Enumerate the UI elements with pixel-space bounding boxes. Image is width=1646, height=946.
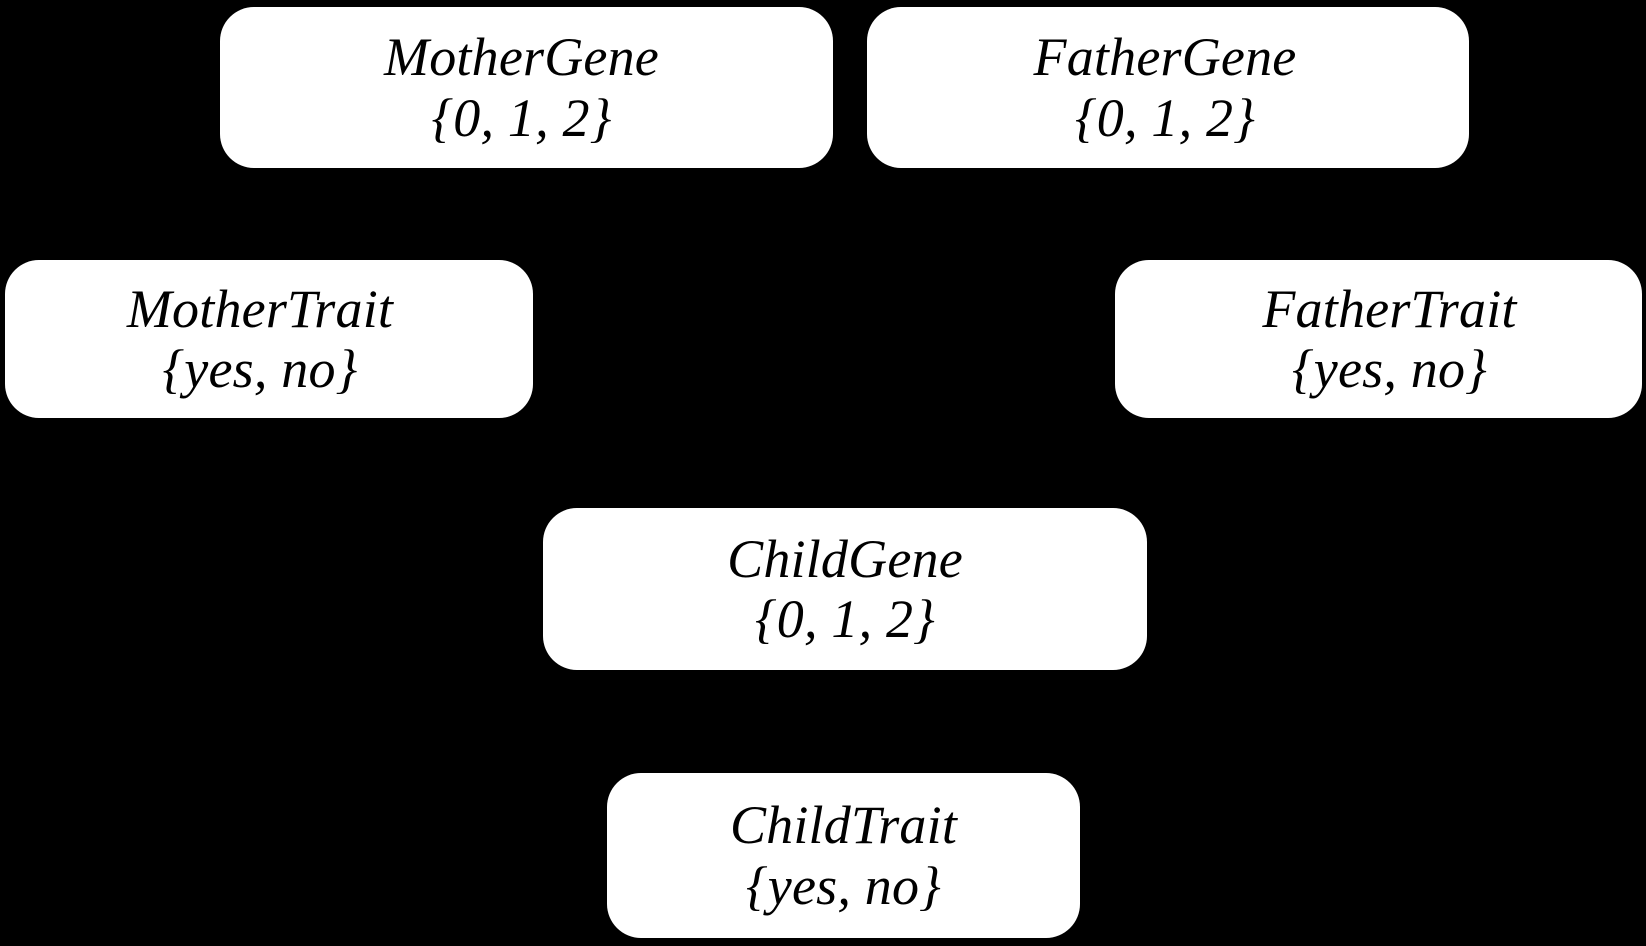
node-child-trait[interactable]: ChildTrait {yes, no}: [607, 773, 1080, 938]
node-mother-gene-label: MotherGene: [384, 27, 659, 88]
node-father-gene-domain: {0, 1, 2}: [1075, 87, 1255, 148]
node-child-gene-label: ChildGene: [727, 528, 963, 589]
node-child-gene[interactable]: ChildGene {0, 1, 2}: [543, 508, 1147, 670]
node-father-gene-label: FatherGene: [1033, 27, 1297, 88]
node-mother-gene-domain: {0, 1, 2}: [431, 87, 612, 148]
node-mother-trait[interactable]: MotherTrait {yes, no}: [5, 260, 533, 418]
node-child-trait-label: ChildTrait: [729, 795, 958, 856]
node-father-trait-label: FatherTrait: [1262, 278, 1517, 339]
node-child-gene-domain: {0, 1, 2}: [754, 589, 935, 649]
node-mother-gene-text: MotherGene {0, 1, 2}: [384, 27, 659, 148]
node-mother-trait-text: MotherTrait {yes, no}: [127, 279, 393, 400]
node-father-trait-text: FatherTrait {yes, no}: [1262, 279, 1516, 400]
node-father-gene-text: FatherGene {0, 1, 2}: [1034, 27, 1297, 148]
node-father-trait-domain: {yes, no}: [1292, 339, 1487, 399]
node-child-trait-domain: {yes, no}: [746, 855, 941, 916]
node-child-gene-text: ChildGene {0, 1, 2}: [727, 529, 963, 650]
node-mother-gene[interactable]: MotherGene {0, 1, 2}: [220, 7, 833, 168]
node-mother-trait-label: MotherTrait: [126, 278, 394, 339]
node-child-trait-text: ChildTrait {yes, no}: [730, 795, 957, 916]
node-mother-trait-domain: {yes, no}: [162, 339, 358, 399]
node-father-gene[interactable]: FatherGene {0, 1, 2}: [867, 7, 1469, 168]
node-father-trait[interactable]: FatherTrait {yes, no}: [1115, 260, 1642, 418]
